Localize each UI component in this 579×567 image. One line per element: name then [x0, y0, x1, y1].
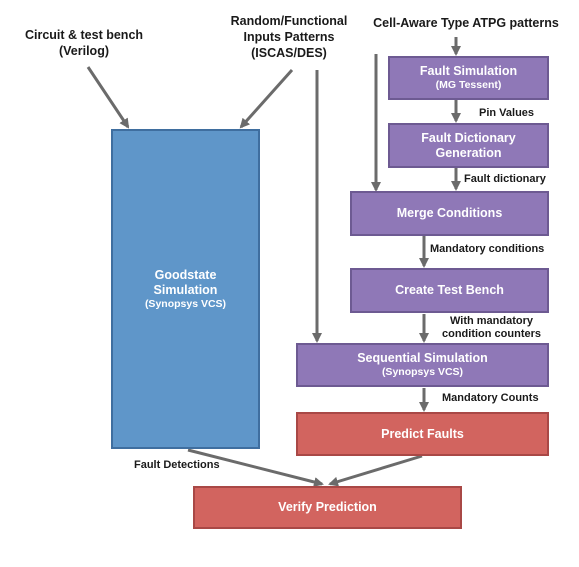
input-circuit-line2: (Verilog) — [58, 44, 109, 58]
input-random-line1: Random/Functional — [230, 14, 348, 28]
input-circuit-label: Circuit & test bench (Verilog) — [14, 27, 154, 59]
edge-label-with-mandatory: With mandatory condition counters — [442, 315, 541, 341]
sequential-simulation-subtitle: (Synopsys VCS) — [381, 366, 464, 378]
merge-conditions-title: Merge Conditions — [396, 206, 503, 220]
fault-simulation-title: Fault Simulation — [419, 64, 518, 78]
fault-dictionary-title-line1: Fault Dictionary — [421, 130, 516, 145]
verify-prediction-box: Verify Prediction — [193, 486, 462, 529]
sequential-simulation-title: Sequential Simulation — [357, 351, 488, 365]
sequential-simulation-box: Sequential Simulation (Synopsys VCS) — [296, 343, 549, 387]
create-test-bench-box: Create Test Bench — [350, 268, 549, 313]
merge-conditions-box: Merge Conditions — [350, 191, 549, 236]
input-cell-aware-label: Cell-Aware Type ATPG patterns — [373, 16, 559, 30]
goodstate-title-line2: Simulation — [153, 282, 218, 297]
edge-label-with-mandatory-line2: condition counters — [442, 328, 541, 340]
goodstate-subtitle: (Synopsys VCS) — [144, 297, 227, 310]
predict-faults-title: Predict Faults — [381, 426, 464, 441]
input-random-line2: Inputs Patterns — [243, 30, 335, 44]
edge-label-mandatory-conditions: Mandatory conditions — [430, 243, 545, 255]
fault-dictionary-title-line2: Generation — [435, 145, 502, 160]
arrow-goodstate-to-verify — [187, 448, 324, 487]
edge-label-mandatory-counts: Mandatory Counts — [442, 392, 539, 404]
edge-label-fault-detections: Fault Detections — [134, 459, 220, 471]
goodstate-simulation-box: Goodstate Simulation (Synopsys VCS) — [111, 129, 260, 449]
verify-prediction-title: Verify Prediction — [278, 500, 377, 514]
input-circuit-line1: Circuit & test bench — [24, 28, 144, 42]
fault-dictionary-box: Fault Dictionary Generation — [388, 123, 549, 168]
input-random-label: Random/Functional Inputs Patterns (ISCAS… — [214, 13, 364, 61]
predict-faults-box: Predict Faults — [296, 412, 549, 456]
edge-label-pin-values: Pin Values — [479, 107, 535, 119]
arrow-circuit-to-goodstate — [86, 66, 130, 129]
arrow-predict-to-verify — [328, 454, 423, 487]
fault-simulation-box: Fault Simulation (MG Tessent) — [388, 56, 549, 100]
create-test-bench-title: Create Test Bench — [395, 283, 504, 297]
fault-simulation-subtitle: (MG Tessent) — [435, 79, 502, 91]
arrow-random-to-goodstate — [239, 68, 294, 129]
input-random-line3: (ISCAS/DES) — [251, 46, 327, 60]
edge-label-fault-dictionary: Fault dictionary — [464, 173, 546, 185]
edge-label-with-mandatory-line1: With mandatory — [449, 315, 533, 327]
goodstate-title-line1: Goodstate — [154, 267, 217, 282]
